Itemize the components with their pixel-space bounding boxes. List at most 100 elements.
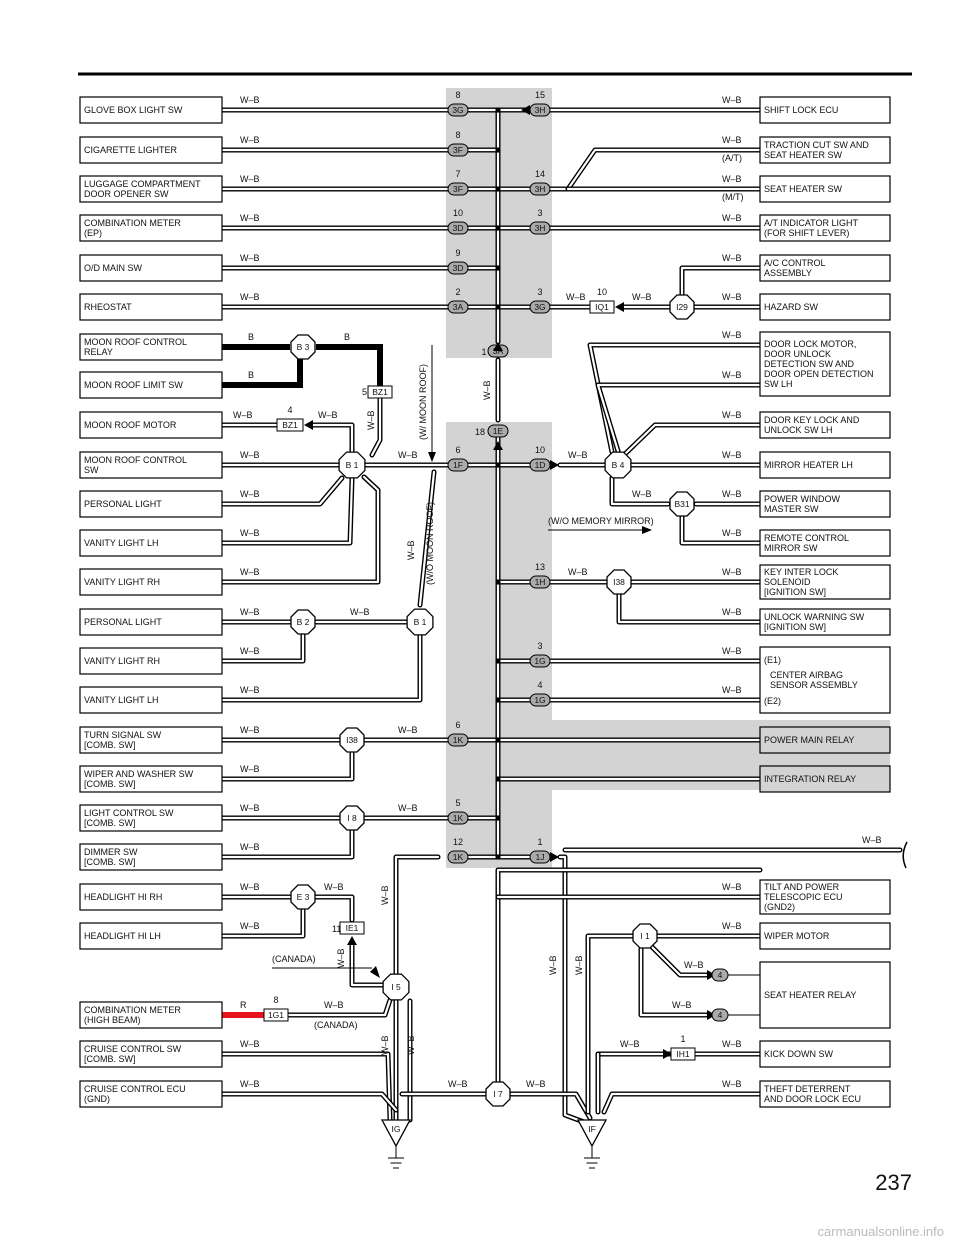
splice-b3-label: B 3 [297, 342, 310, 352]
jb-center-3a-pin: 1 [481, 347, 486, 357]
jb-right-1d-label: 1D [535, 460, 546, 470]
wire-dimmer-core [220, 829, 354, 859]
conn-1g1 [263, 1008, 289, 1022]
component-left-17-label: WIPER AND WASHER SW[COMB. SW] [84, 769, 194, 789]
wire-label-center: W–B [482, 380, 492, 400]
ground-if [576, 1119, 608, 1148]
wire-label-if-2: W–B [574, 955, 584, 975]
jb-left-1k-b-pin: 5 [455, 798, 460, 808]
component-left-19 [79, 843, 223, 871]
wire-personal-1-core [220, 476, 344, 506]
splice-i5 [382, 973, 410, 1001]
terminal-arrow [550, 852, 559, 862]
component-left-15 [79, 686, 223, 714]
wire-wiper-washer-core [220, 751, 354, 781]
jb-left-1k-c [447, 850, 469, 864]
conn-iq1 [589, 300, 615, 314]
jb-left-pin-4: 9 [455, 248, 460, 258]
splice-dot [495, 265, 501, 271]
conn-bz1-a-pin: 5 [362, 387, 367, 397]
wire-i7-if-core [509, 1092, 592, 1120]
jb-left-1k-a-pin: 6 [455, 720, 460, 730]
conn-1g1-label: 1G1 [268, 1010, 284, 1020]
wire-label-b2: W–B [350, 607, 370, 617]
component-left-3 [79, 214, 223, 242]
terminal-arrow [347, 936, 357, 945]
wire-label-b31: W–B [632, 489, 652, 499]
wire-label-left-5: W–B [240, 292, 260, 302]
component-right-11 [759, 564, 891, 600]
component-left-11-label: VANITY LIGHT LH [84, 538, 159, 548]
wire-remote-mirror-core [680, 515, 762, 545]
wire-label-e3: W–B [324, 882, 344, 892]
wire-label-left-4: W–B [240, 253, 260, 263]
splice-dot [495, 658, 501, 664]
terminal-arrow [663, 1049, 672, 1059]
component-left-8 [79, 411, 223, 439]
wire-label-vanity-lh-2: W–B [240, 685, 260, 695]
jb-right-5 [529, 300, 551, 314]
wire-ac-control-core [680, 266, 762, 298]
component-right-5-label: HAZARD SW [764, 302, 819, 312]
wire-label-b-1: B [248, 332, 254, 342]
component-left-14 [79, 647, 223, 675]
wire-label-turn: W–B [240, 725, 260, 735]
component-left-21 [79, 922, 223, 950]
component-left-8-label: MOON ROOF MOTOR [84, 420, 177, 430]
wire-label-light-ctrl: W–B [240, 803, 260, 813]
wire-label-relay-2: W–B [672, 1000, 692, 1010]
wire-wo-moon-roof-core [418, 470, 436, 607]
jb-left-3-label: 3D [453, 223, 464, 233]
jb-left-1k-a [447, 733, 469, 747]
component-left-5-label: RHEOSTAT [84, 302, 132, 312]
note-mirror-arrow-head [642, 526, 652, 534]
wire-label-wiper-washer: W–B [240, 764, 260, 774]
wire-label-hl-rh: W–B [240, 882, 260, 892]
jb-right-1j-pin: 1 [537, 837, 542, 847]
wire-hl-lh-core [220, 908, 305, 938]
wire-label-mirror-heater: W–B [722, 450, 742, 460]
component-left-4-label: O/D MAIN SW [84, 263, 143, 273]
conn-bz1-b-pin: 4 [287, 405, 292, 415]
wire-ie1-i5 [349, 942, 385, 988]
wire-label-vanity-rh-2: W–B [240, 646, 260, 656]
wire-label-vanity-rh-1: W–B [240, 567, 260, 577]
wire-label-personal-1: W–B [240, 489, 260, 499]
component-right-3-label: A/T INDICATOR LIGHT(FOR SHIFT LEVER) [764, 218, 859, 238]
wire-b4-b31-core [610, 476, 670, 506]
component-right-9 [759, 490, 891, 518]
wire-label-motor: W–B [233, 410, 253, 420]
jb-left-pin-2: 7 [455, 169, 460, 179]
jb-right-2 [529, 182, 551, 196]
jb-left-1f-pin: 6 [455, 445, 460, 455]
jb-left-1k-b [447, 811, 469, 825]
wire-label-1d: W–B [568, 450, 588, 460]
component-right-7 [759, 411, 891, 439]
splice-i7-label: I 7 [493, 1089, 503, 1099]
conn-bz1-a [367, 385, 393, 399]
splice-b1-lower-label: B 1 [414, 617, 427, 627]
splice-b1-lower [406, 608, 434, 636]
wire-label-theft: W–B [722, 1079, 742, 1089]
wire-bz1a-b1-core [370, 396, 382, 457]
jb-right-1g-1 [529, 693, 551, 707]
wire-ac-control [679, 265, 763, 299]
note-wo-memory-mirror: (W/O MEMORY MIRROR) [548, 516, 654, 526]
wire-label-ac: W–B [722, 253, 742, 263]
wire-label-if-1: W–B [548, 955, 558, 975]
jb-center-1e [487, 424, 509, 438]
conn-bz1-b-label: BZ1 [282, 420, 298, 430]
jb-left-pin-5: 2 [455, 287, 460, 297]
component-left-23 [79, 1040, 223, 1068]
note-canada-1: (CANADA) [272, 954, 316, 964]
component-left-22 [79, 1001, 223, 1029]
wire-label-wo-mr: W–B [406, 540, 416, 560]
ground-if-label: IF [588, 1124, 596, 1134]
splice-dot [495, 854, 501, 860]
wire-label-ih1: W–B [620, 1039, 640, 1049]
